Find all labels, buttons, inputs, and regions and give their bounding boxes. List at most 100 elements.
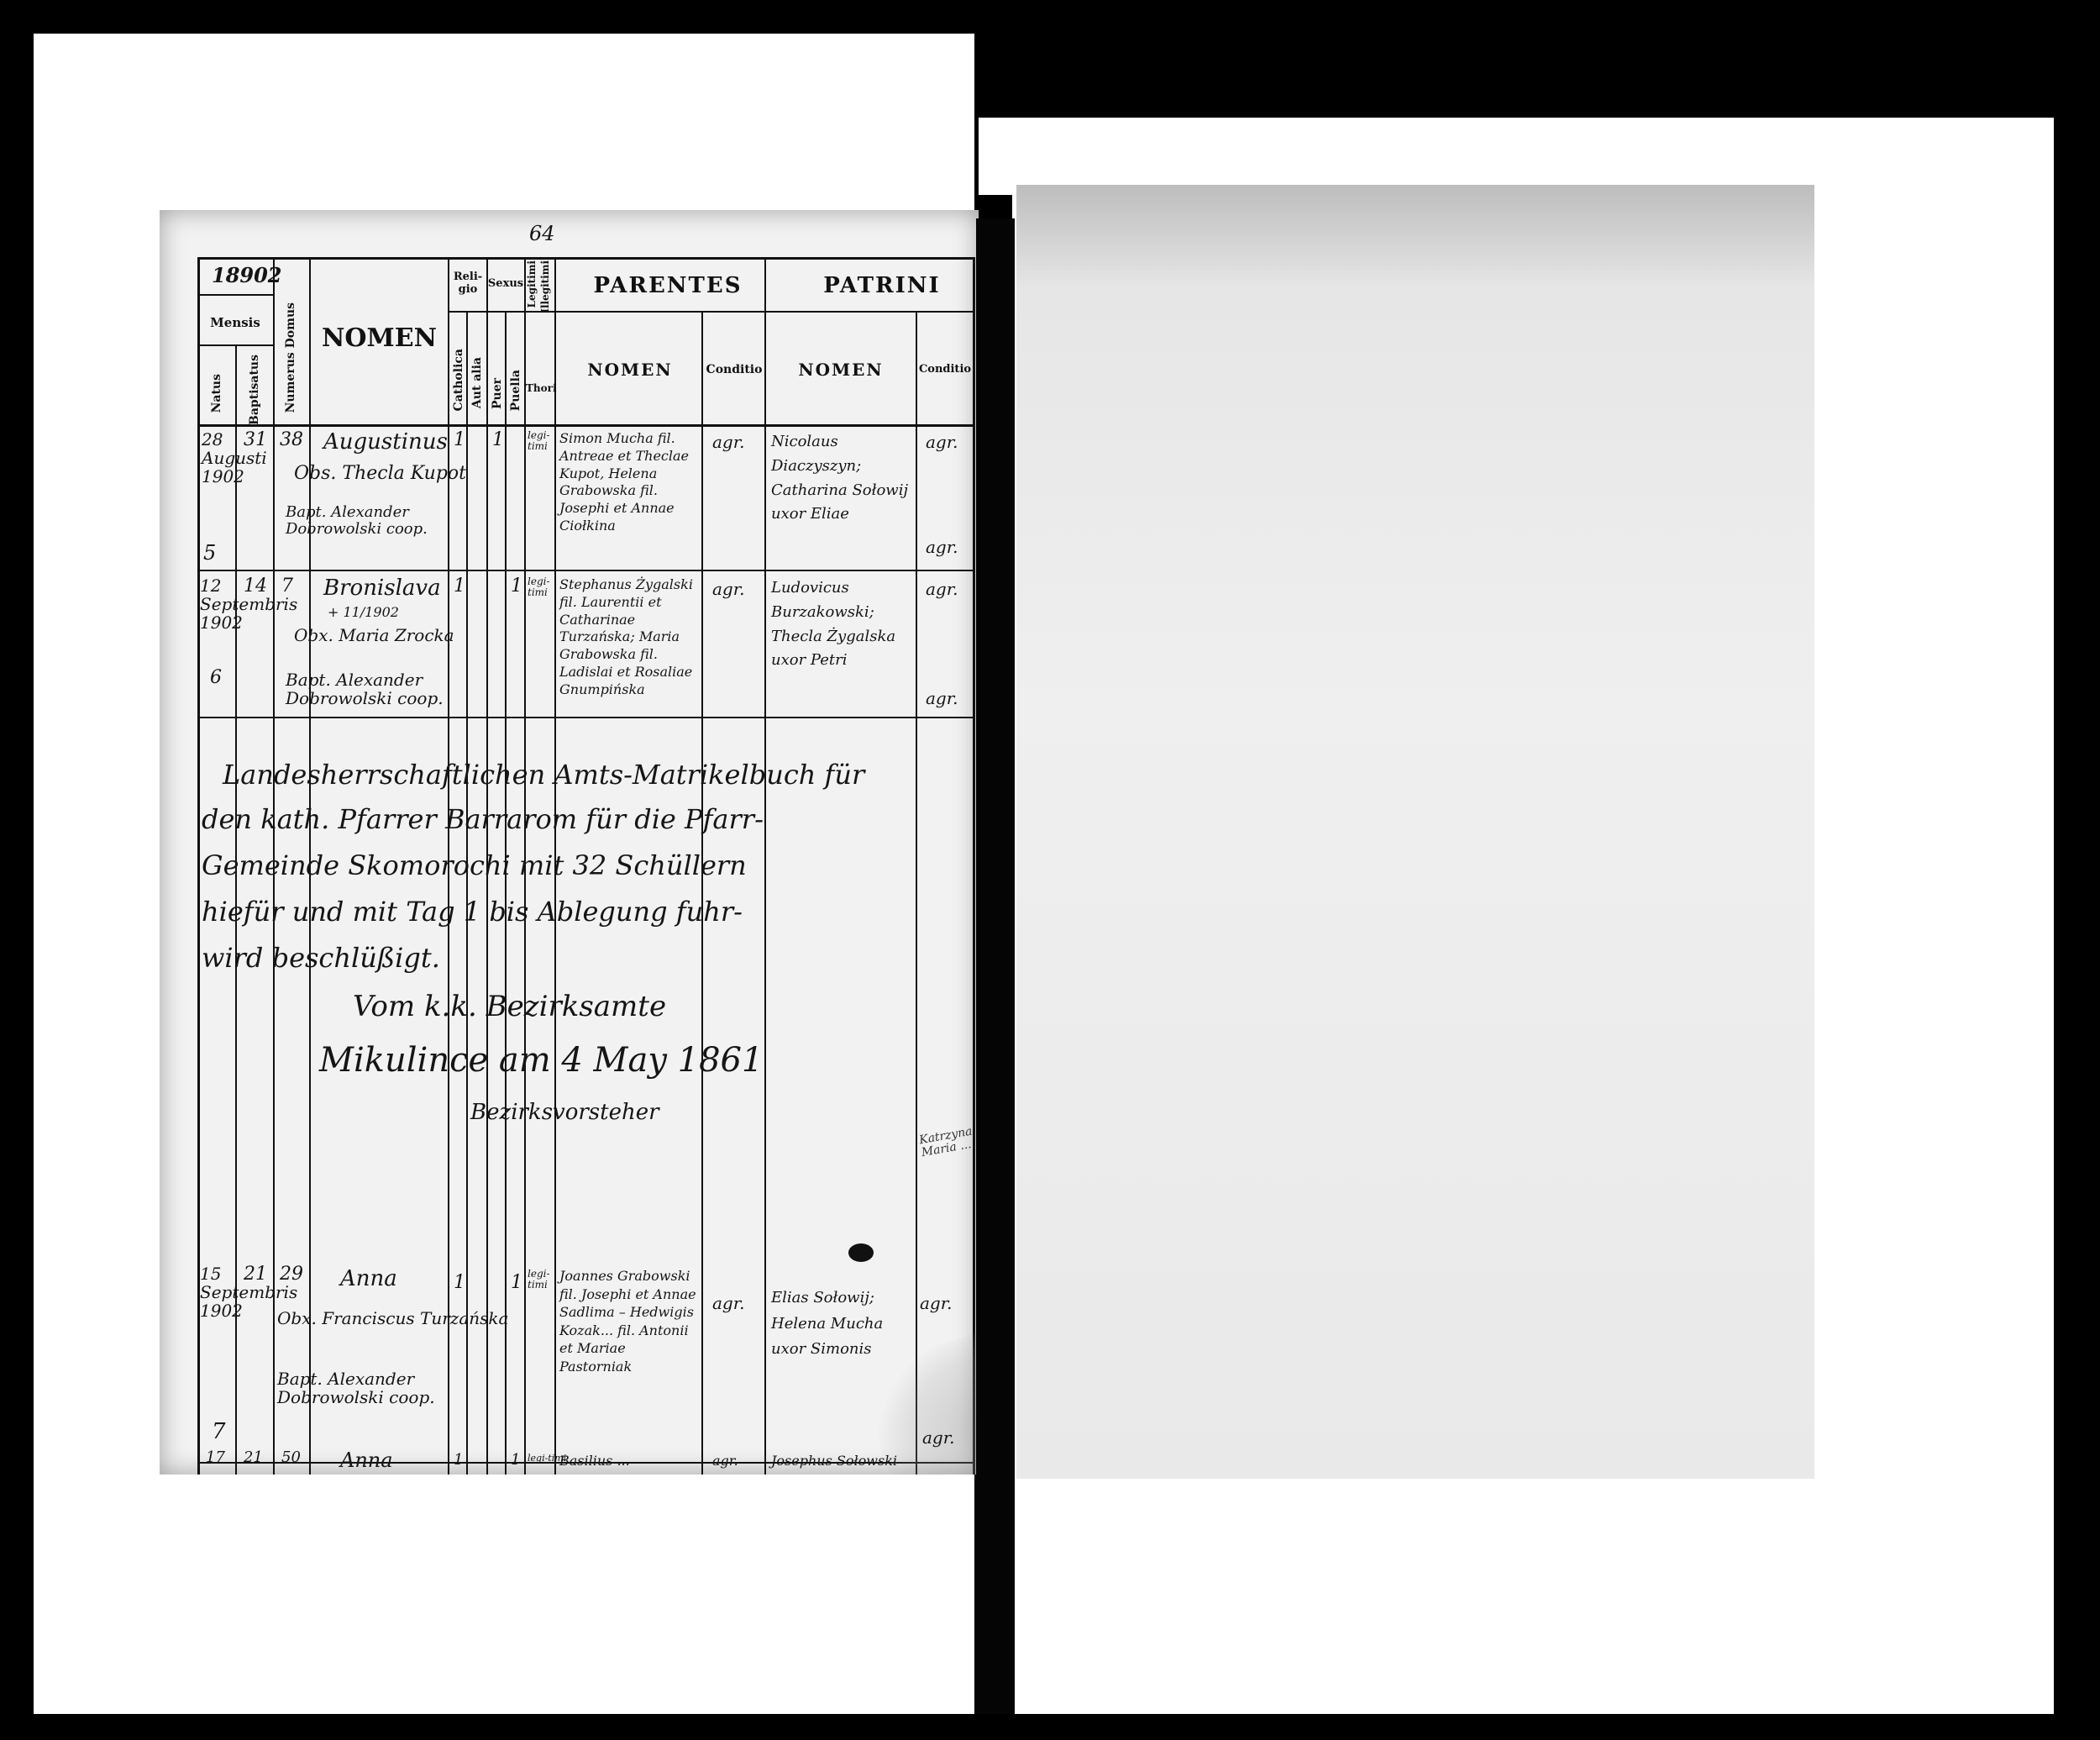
entry-1-patrini: Nicolaus Diaczyszyn; Catharina Sołowij u… — [771, 433, 909, 523]
col-thori-parentes — [554, 257, 556, 1475]
annotation-line-1: Landesherrschaftlichen Amts-Matrikelbuch… — [223, 759, 865, 791]
entry-3-domus: 29 — [280, 1264, 303, 1285]
col-puer-puella — [505, 311, 507, 1475]
natus-label: Natus — [210, 374, 223, 413]
entry-2-patrini: Ludovicus Burzakowski; Thecla Żygalska u… — [771, 579, 896, 670]
entry-1-thori: legi-timi — [528, 429, 550, 453]
entry-1-domus: 38 — [280, 429, 303, 450]
col-religio-sexus — [486, 257, 488, 1475]
entry-1-natus: 28 Augusti 1902 — [202, 429, 267, 486]
annotation-place: Vom k.k. Bezirksamte — [353, 990, 667, 1023]
numerus-domus-label: Numerus Domus — [284, 302, 297, 413]
mensis-divider-bottom — [197, 344, 273, 346]
entry-3-thori: legi-timi — [528, 1268, 550, 1291]
entry-3-baptizans: Bapt. Alexander Dobrowolski coop. — [277, 1369, 435, 1407]
entry-3-puella: 1 — [511, 1272, 522, 1293]
entry-4-parentes: Basilius ... — [559, 1453, 630, 1469]
entry-3-baptisatus: 21 — [244, 1264, 267, 1285]
mensis-divider-top — [197, 294, 273, 296]
annotation-signature: Bezirksvorsteher — [470, 1100, 659, 1125]
col-domus-nomen — [309, 257, 311, 1475]
entry-1-obstetrix: Obs. Thecla Kupot — [294, 463, 467, 484]
entry-2-death-note: + 11/1902 — [328, 604, 399, 620]
parentes-nomen-header: NOMEN — [587, 360, 673, 380]
thori-label: Thori — [526, 382, 557, 394]
entry-1-parentes-conditio: agr. — [712, 432, 745, 452]
entry-2-thori: legi-timi — [528, 576, 550, 599]
entry-3-parentes-conditio: agr. — [712, 1293, 745, 1313]
entry-2-parentes: Stephanus Żygalski fil. Laurentii et Cat… — [559, 576, 693, 697]
sexus-header: Sexus — [487, 277, 524, 290]
entry-3-patrini-conditio-2: agr. — [922, 1427, 955, 1448]
entry-4-parentes-conditio: agr. — [712, 1453, 738, 1469]
entry-2-baptizans: Bapt. Alexander Dobrowolski coop. — [286, 670, 444, 708]
entry-1-row-no: 5 — [203, 541, 217, 565]
entry-4-nomen: Anna — [340, 1448, 393, 1472]
entry-4-thori: legi-timi — [528, 1453, 567, 1464]
entry-2-domus: 7 — [281, 576, 293, 597]
entry-1-baptisatus: 31 — [244, 429, 267, 450]
entry-2-parentes-conditio: agr. — [712, 579, 745, 599]
entry-3-natus: 15 Septembris 1902 — [200, 1264, 298, 1321]
illegitimi-label: Illegitimi — [539, 260, 551, 313]
entry-1-patrini-conditio-2: agr. — [926, 537, 958, 557]
entry-3-parentes: Joannes Grabowski fil. Josephi et Annae … — [559, 1268, 696, 1375]
entry-4-domus: 50 — [281, 1448, 301, 1466]
header-bottom — [197, 424, 974, 427]
col-right-edge — [973, 257, 975, 1475]
entry-1-parentes: Simon Mucha fil. Antreae et Theclae Kupo… — [559, 430, 690, 534]
entry-1-nomen: Augustinus — [323, 429, 448, 455]
col-sexus-thori — [524, 257, 526, 1475]
entry-2-natus: 12 Septembris 1902 — [200, 576, 298, 633]
year-label: 18902 — [212, 263, 282, 287]
catholica-label: Catholica — [452, 349, 465, 412]
stamp-text: Katrzyna ... Maria ... — [918, 1122, 979, 1160]
entry-4-baptisatus: 21 — [244, 1448, 263, 1466]
entry-3-row-no: 7 — [212, 1419, 226, 1444]
entry-4-puella: 1 — [511, 1451, 521, 1469]
entry-4-patrini: Josephus Sołowski — [771, 1453, 898, 1469]
baptisatus-label: Baptisatus — [248, 355, 261, 425]
annotation-line-4: hiefür und mit Tag 1 bis Ablegung fuhr- — [202, 896, 743, 928]
col-cath-alia — [466, 311, 468, 1475]
row3-bottom — [197, 1462, 974, 1464]
puella-label: Puella — [509, 370, 522, 412]
entry-2-puella: 1 — [511, 576, 522, 597]
col-patrini-conditio — [916, 311, 917, 1475]
entry-1-puer: 1 — [492, 429, 504, 450]
parentes-conditio-header: Conditio — [706, 363, 763, 376]
legitimi-label: Legitimi — [526, 260, 538, 308]
entry-2-obstetrix: Obx. Maria Zrocka — [294, 625, 454, 645]
ink-blot — [848, 1243, 874, 1262]
col-bapt-domus — [273, 257, 275, 1475]
paper-strip — [979, 118, 2045, 195]
row2-bottom — [197, 717, 974, 718]
patrini-nomen-header: NOMEN — [798, 360, 884, 380]
col-nomen-religio — [448, 257, 449, 1475]
entry-3-patrini: Elias Sołowij; Helena Mucha uxor Simonis — [771, 1289, 884, 1359]
entry-2-catholica: 1 — [454, 576, 465, 597]
annotation-line-5: wird beschlüßigt. — [202, 942, 440, 974]
entry-3-obstetrix: Obx. Franciscus Turzańska — [277, 1308, 509, 1328]
puer-label: Puer — [491, 378, 504, 409]
col-natus-bapt — [235, 344, 237, 1475]
col-left-edge — [197, 257, 200, 1475]
row1-bottom — [197, 570, 974, 571]
frame-top — [197, 257, 974, 260]
entry-1-patrini-conditio-1: agr. — [926, 432, 958, 452]
patrini-header: PATRINI — [823, 273, 941, 298]
entry-1-baptizans: Bapt. Alexander Dobrowolski coop. — [286, 503, 428, 538]
aut-alia-label: Aut alia — [470, 357, 484, 409]
entry-2-patrini-conditio-2: agr. — [926, 688, 958, 708]
entry-2-nomen: Bronislava — [323, 576, 441, 601]
entry-2-row-no: 6 — [210, 667, 222, 688]
entry-1-catholica: 1 — [454, 429, 465, 450]
col-parentes-conditio — [701, 311, 703, 1475]
register-page-right-blank — [1016, 185, 1814, 1479]
religio-header: Reli- gio — [453, 271, 483, 296]
annotation-line-3: Gemeinde Skomorochi mit 32 Schüllern — [202, 849, 747, 881]
mensis-label: Mensis — [210, 315, 260, 330]
annotation-line-2: den kath. Pfarrer Barrarom für die Pfarr… — [202, 803, 764, 835]
entry-2-patrini-conditio-1: agr. — [926, 579, 958, 599]
entry-4-catholica: 1 — [454, 1451, 464, 1469]
